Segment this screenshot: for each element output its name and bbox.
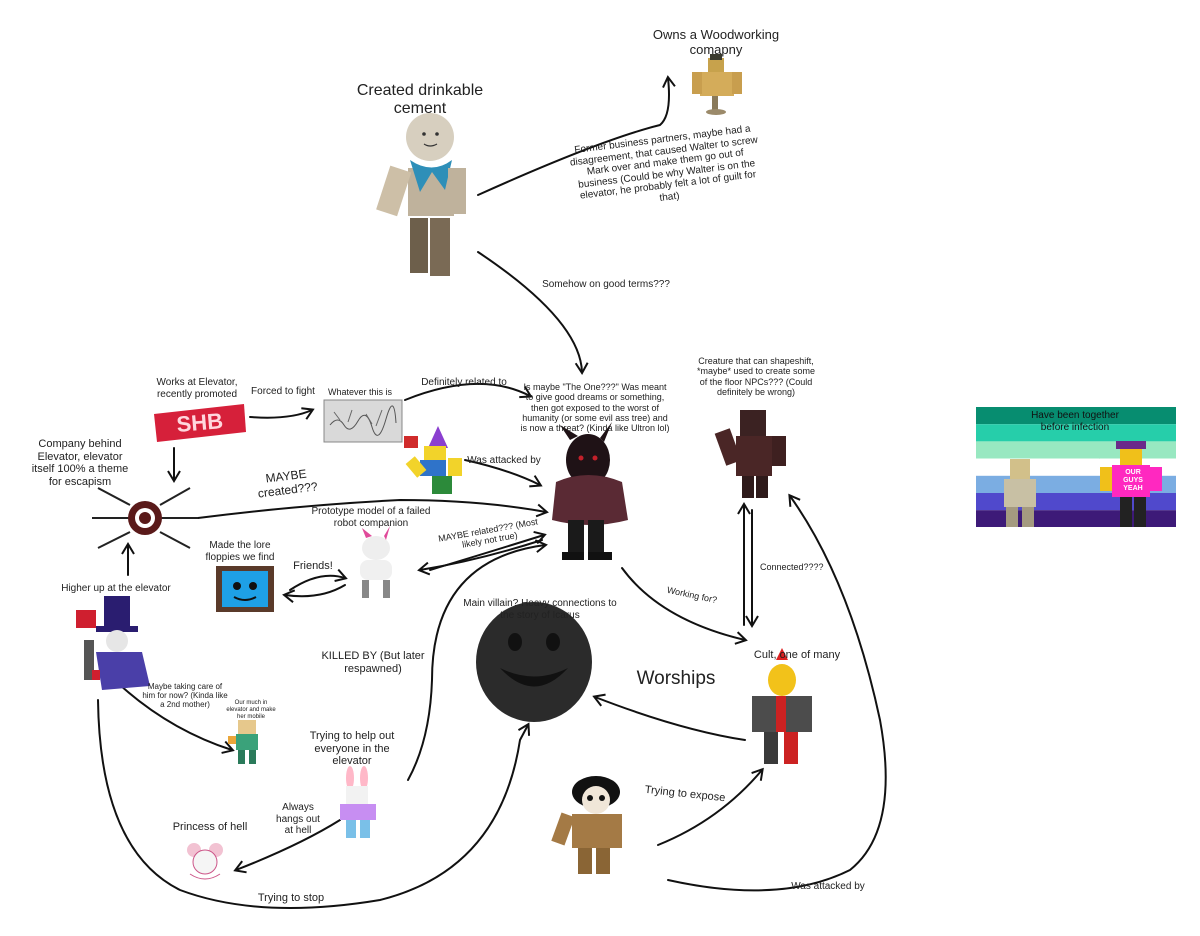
label-higher-up: Higher up at the elevator — [61, 583, 171, 594]
arrow-dark-to-cult — [657, 767, 764, 846]
label-together: Have been together before infection — [1031, 410, 1119, 433]
pride-flag-icon: OUR GUYS YEAH — [976, 407, 1176, 528]
arrow-tophat-to-robot — [119, 684, 235, 754]
arrow-bunny-to-evil — [407, 539, 548, 781]
label-friends: Friends! — [293, 560, 333, 572]
creature-figure-icon — [714, 410, 786, 498]
arrow-party-to-evil — [464, 459, 543, 488]
arrow-evil-to-cult — [621, 567, 748, 645]
chicken-head-figure-icon — [752, 648, 812, 764]
arrow-tv-robotdog — [289, 568, 348, 591]
robot-dog-icon — [360, 526, 392, 598]
label-our-much: Our much in elevator and make her mobile — [226, 700, 276, 720]
label-forced-fight: Forced to fight — [251, 386, 315, 397]
label-was-attacked-2: Was attacked by — [791, 881, 865, 892]
arrow-shb-to-sketch — [249, 407, 315, 420]
label-main-villain: Main villain? Heavy connections to the s… — [463, 598, 617, 621]
label-made-lore: Made the lore floppies we find — [205, 540, 275, 563]
arrow-sketch-to-evil — [404, 383, 533, 401]
walter-figure-icon — [692, 54, 742, 115]
label-woodworking: Owns a Woodworking comapny — [652, 27, 780, 57]
label-cult: Cult, one of many — [753, 649, 841, 661]
arrow-dark-to-creature — [667, 493, 887, 892]
small-robot-icon — [228, 720, 258, 764]
mouse-princess-icon — [187, 843, 223, 880]
label-worships: Worships — [636, 668, 716, 689]
smiling-moon-icon — [476, 602, 592, 722]
label-created-cement: Created drinkable cement — [356, 82, 484, 118]
arrow-mark-to-woodworking — [477, 75, 676, 196]
arrow-mark-to-evil — [477, 251, 589, 375]
mark-figure-icon — [376, 113, 466, 276]
label-prototype: Prototype model of a failed robot compan… — [311, 506, 431, 529]
label-whatever: Whatever this is — [327, 387, 393, 397]
label-good-terms: Somehow on good terms??? — [542, 279, 670, 290]
label-works-elevator: Works at Elevator, recently promoted — [156, 377, 238, 400]
arrow-tophat-to-moon — [97, 699, 531, 909]
label-trying-stop: Trying to stop — [257, 892, 325, 904]
tv-figure-icon — [216, 566, 274, 612]
arrow-robotdog-tv — [282, 584, 346, 603]
dark-hair-figure-icon — [551, 776, 622, 874]
label-trying-help: Trying to help out everyone in the eleva… — [309, 730, 395, 768]
eye-sigil-icon — [92, 487, 198, 549]
arrow-evil-to-robotdog — [417, 539, 543, 576]
shb-logo-icon: SHB — [154, 404, 246, 442]
label-creature: Creature that can shapeshift, *maybe* us… — [696, 356, 816, 398]
svg-text:SHB: SHB — [176, 408, 224, 437]
label-princess: Princess of hell — [172, 821, 248, 833]
label-always-hangs: Always hangs out at hell — [276, 802, 320, 836]
tophat-figure-icon — [76, 596, 150, 690]
label-company-behind: Company behind Elevator, elevator itself… — [31, 438, 129, 488]
label-taking-care: Maybe taking care of him for now? (Kinda… — [142, 682, 228, 710]
arrow-bunny-to-princess — [233, 819, 341, 874]
sketch-image-icon — [323, 399, 403, 443]
arrow-cult-to-moon — [592, 693, 746, 741]
arrow-sigil-to-evil — [197, 498, 549, 519]
party-hat-figure-icon — [404, 426, 462, 494]
shirt-text: OUR GUYS YEAH — [1123, 469, 1143, 493]
label-def-related: Definitely related to — [421, 377, 507, 388]
label-killed-by: KILLED BY (But later respawned) — [321, 650, 425, 675]
label-is-maybe-one: Is maybe "The One???" Was meant to give … — [520, 382, 670, 434]
flag-figures — [976, 407, 1176, 528]
bunny-figure-icon — [340, 766, 376, 838]
label-was-attacked-1: Was attacked by — [467, 455, 541, 466]
label-connected: Connected???? — [760, 562, 824, 572]
evil-figure-icon — [552, 422, 628, 560]
